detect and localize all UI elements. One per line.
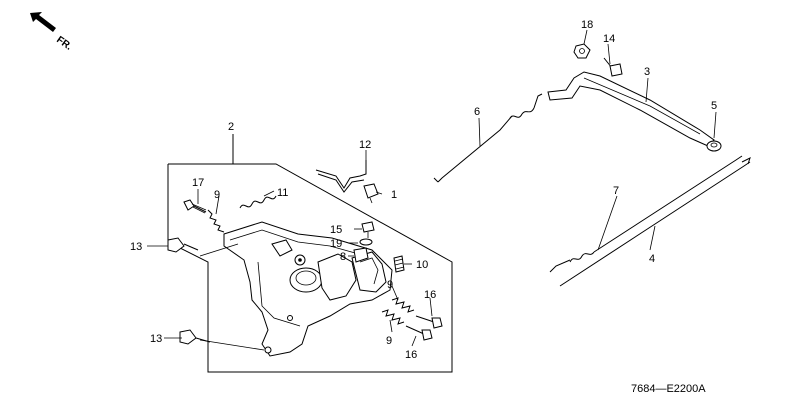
part-18-nut [573,43,591,59]
callout-14: 14 [603,33,615,45]
part-8-collar [353,247,369,263]
callout-9-upper: 9 [214,189,220,201]
callout-16-upper: 16 [424,289,436,301]
part-7-rod [549,155,743,273]
part-1-clip [363,183,379,204]
front-arrow-icon [30,12,56,32]
callout-3: 3 [644,66,650,78]
callout-15: 15 [330,224,342,236]
part-13-bolt-upper [167,237,199,253]
part-14-bolt [603,57,623,77]
callout-13-upper: 13 [130,241,142,253]
part-9-spring-upper [207,209,225,233]
part-12-rod [315,160,367,193]
front-label: FR. [54,34,74,52]
callout-16-lower: 16 [405,349,417,361]
callout-12: 12 [359,139,371,151]
callout-5: 5 [711,100,717,112]
part-13-bolt-lower [179,329,211,345]
callout-17: 17 [192,177,204,189]
callout-7: 7 [613,185,619,197]
part-4-rod [559,157,751,287]
part-11-spring [239,195,277,209]
callout-1: 1 [391,189,397,201]
part-3-arm [547,71,715,147]
part-19-washer [359,238,373,246]
throttle-lever-assembly [271,239,387,301]
part-16-bolt-lower [405,325,433,341]
callout-2: 2 [228,121,234,133]
part-17-bolt [183,199,207,214]
callout-9-lower: 9 [386,335,392,347]
part-6-rod [433,93,543,183]
part-9-spring-right-upper [391,297,415,313]
callout-19: 19 [330,238,342,250]
callout-9-right: 9 [387,279,393,291]
part-10-bolt [393,255,405,273]
callout-8: 8 [340,251,346,263]
part-9-spring-right-lower [381,309,405,325]
part-5-collar [706,140,722,152]
part-16-bolt-upper [415,315,443,329]
callout-11: 11 [277,187,288,199]
callout-13-lower: 13 [150,333,162,345]
callout-18: 18 [581,19,593,31]
callout-10: 10 [416,259,428,271]
part-15-screw [361,221,375,238]
diagram-code: 7684—E2200A [631,383,706,395]
leader-lines [147,29,717,351]
callout-4: 4 [649,253,655,265]
callout-6: 6 [474,106,480,118]
